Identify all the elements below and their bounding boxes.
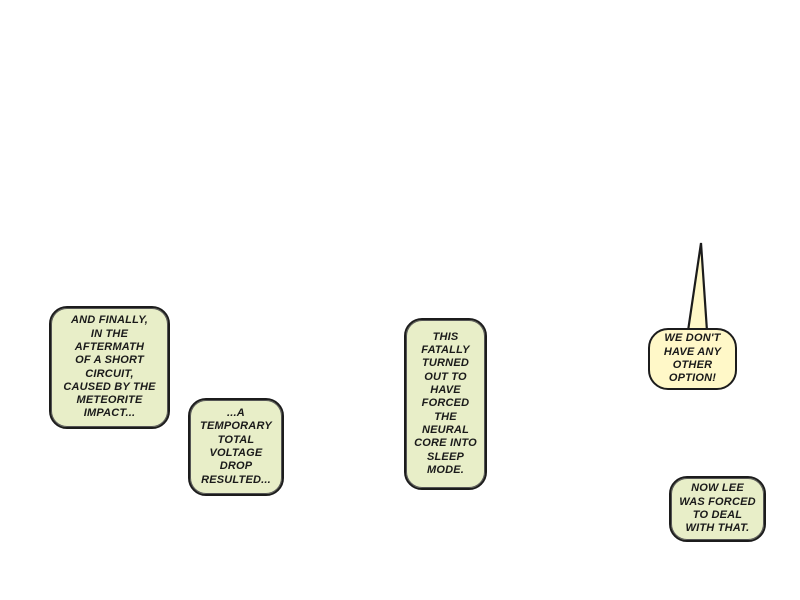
caption-text: NOW LEE WAS FORCED TO DEAL WITH THAT. [679, 482, 756, 535]
caption-box-2: ...A TEMPORARY TOTAL VOLTAGE DROP RESULT… [188, 398, 284, 496]
caption-text: AND FINALLY, IN THE AFTERMATH OF A SHORT… [63, 314, 156, 420]
speech-text: WE DON'T HAVE ANY OTHER OPTION! [663, 332, 722, 385]
caption-box-1: AND FINALLY, IN THE AFTERMATH OF A SHORT… [49, 306, 170, 429]
caption-text: THIS FATALLY TURNED OUT TO HAVE FORCED T… [414, 330, 477, 476]
caption-text: ...A TEMPORARY TOTAL VOLTAGE DROP RESULT… [200, 407, 272, 486]
caption-box-4: NOW LEE WAS FORCED TO DEAL WITH THAT. [669, 476, 766, 542]
caption-box-3: THIS FATALLY TURNED OUT TO HAVE FORCED T… [404, 318, 487, 490]
speech-bubble: WE DON'T HAVE ANY OTHER OPTION! [648, 328, 737, 390]
